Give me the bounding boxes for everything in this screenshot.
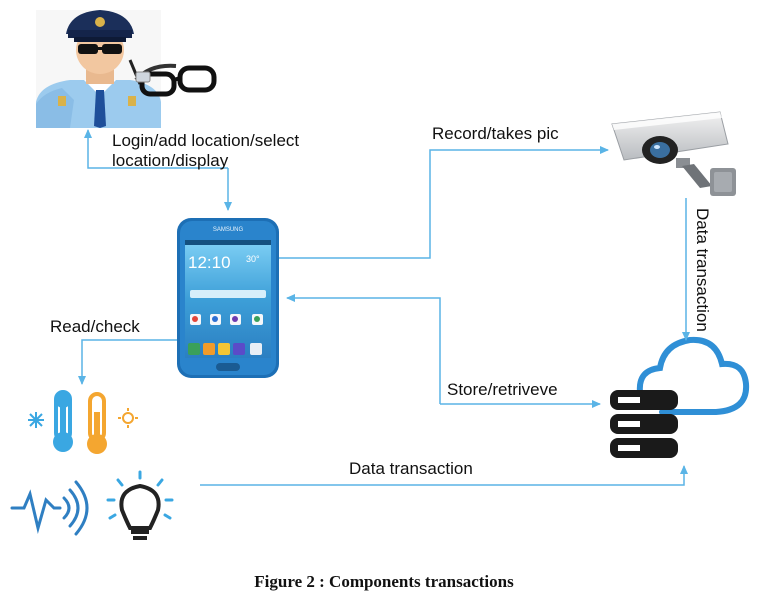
signal-sensor-icon [10, 480, 89, 536]
hot-thermometer-icon [87, 392, 107, 454]
store-retrieve-label: Store/retriveve [447, 380, 558, 399]
read-check-label: Read/check [50, 317, 140, 336]
arrow-cloud-to-phone [286, 294, 441, 404]
record-label: Record/takes pic [432, 124, 559, 143]
sun-icon [118, 408, 138, 428]
phone-weather-temp: 30° [246, 254, 260, 264]
light-bulb-icon [106, 470, 174, 540]
arrows [78, 129, 690, 486]
cloud-icon [636, 336, 750, 415]
phone-brand-label: SAMSUNG [213, 227, 244, 233]
arrow-phone-to-camera [279, 146, 609, 259]
login-label: Login/add location/select location/displ… [112, 131, 300, 170]
smart-glasses-icon [128, 59, 217, 97]
server-icon [610, 390, 678, 458]
snowflake-icon [28, 412, 44, 428]
officer-icon [36, 10, 161, 128]
figure-caption: Figure 2 : Components transactions [254, 572, 514, 591]
smartphone-icon: SAMSUNG 12:10 30° [177, 218, 279, 378]
data-transaction-bottom-label: Data transaction [349, 459, 473, 478]
phone-clock: 12:10 [188, 253, 231, 272]
arrow-sensors-to-cloud [200, 465, 688, 486]
data-transaction-vertical-label: Data transaction [693, 208, 712, 332]
arrow-phone-to-thermometers [78, 339, 177, 385]
cold-thermometer-icon [53, 390, 73, 452]
camera-icon [611, 111, 736, 196]
arrow-phone-to-officer [84, 129, 228, 169]
